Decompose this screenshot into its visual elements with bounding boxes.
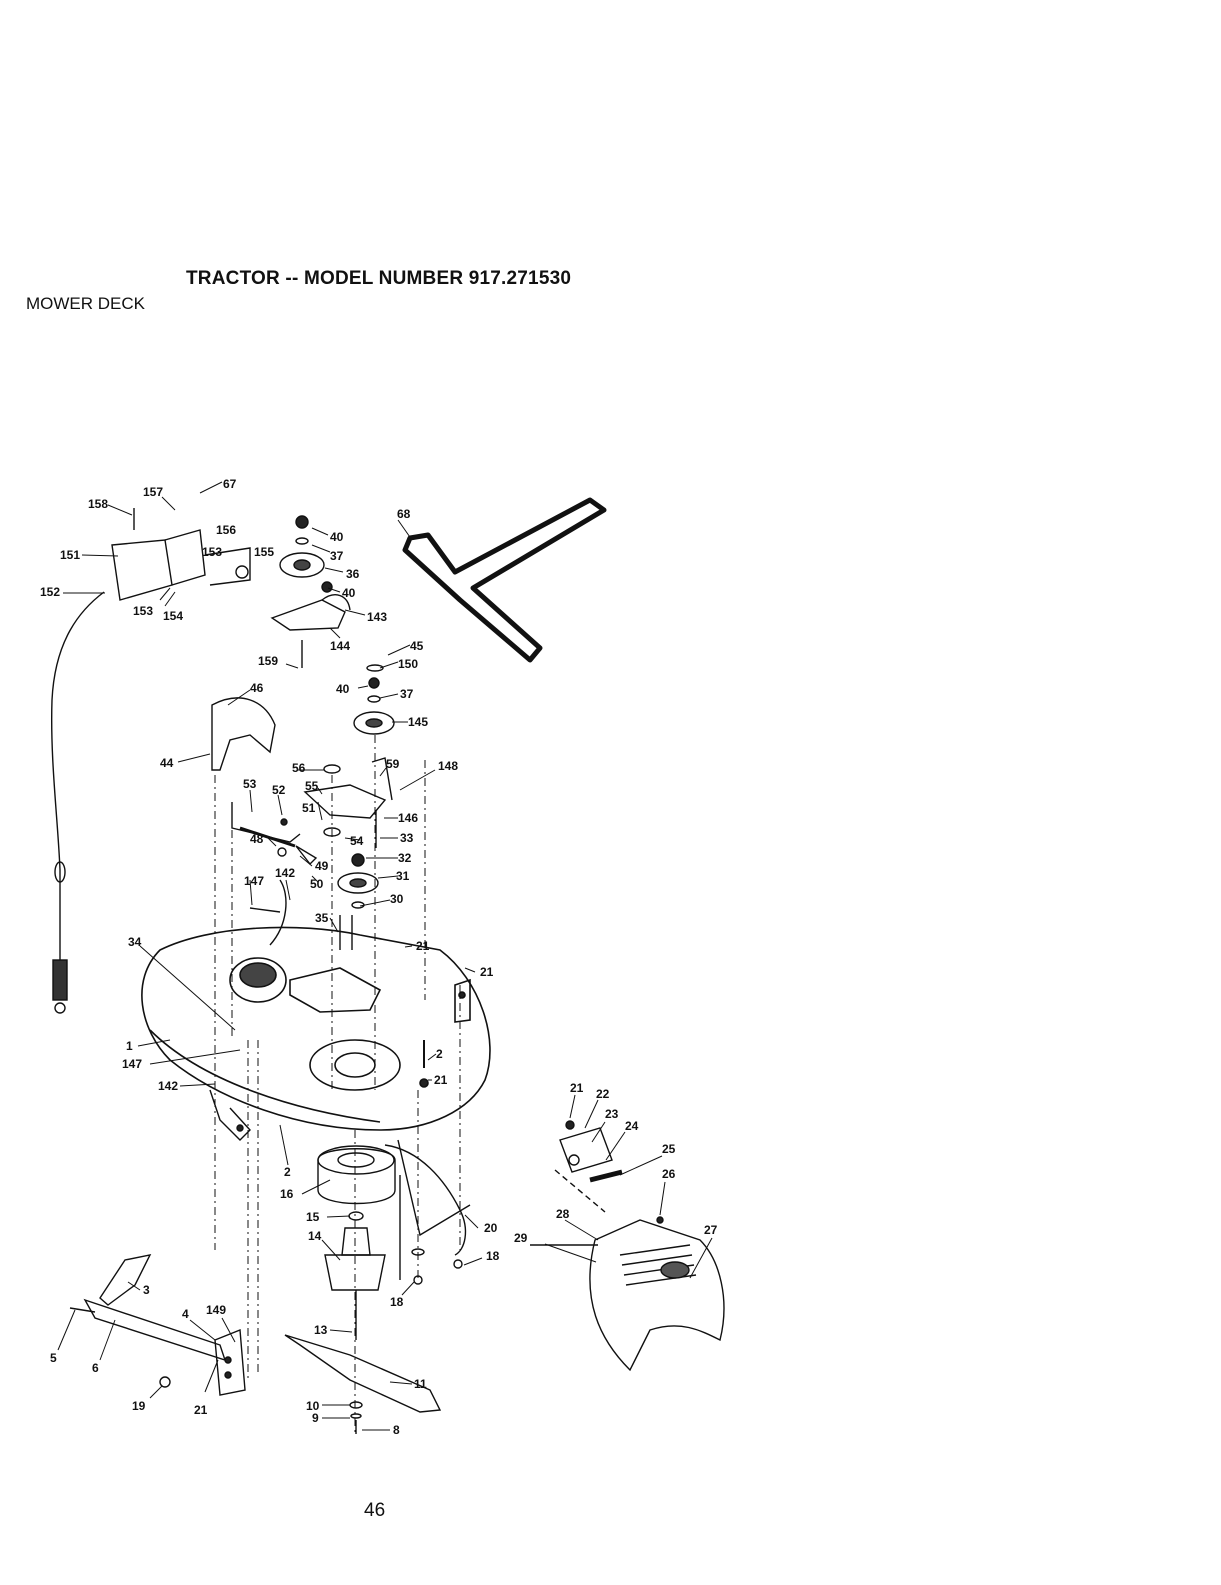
callout-145: 145 [408,715,428,729]
callout-30: 30 [390,892,404,906]
callout-52: 52 [272,783,286,797]
callout-40-top: 40 [330,530,344,544]
callout-24: 24 [625,1119,639,1133]
callout-25: 25 [662,1142,676,1156]
callout-13: 13 [314,1323,328,1337]
callout-40-mid: 40 [342,586,356,600]
callout-144: 144 [330,639,350,653]
spindle-blade-drawing [209,1089,442,1434]
callout-18-b: 18 [390,1295,404,1309]
callout-149: 149 [206,1303,226,1317]
callout-31: 31 [396,869,410,883]
callout-49: 49 [315,859,329,873]
callout-44: 44 [160,756,174,770]
callout-150: 150 [398,657,418,671]
callout-51: 51 [302,801,316,815]
idler-arm-drawing [231,757,393,866]
page-number: 46 [364,1500,386,1521]
callout-45: 45 [410,639,424,653]
deflector-bracket-drawing [384,1139,471,1285]
callout-33: 33 [400,831,414,845]
callout-22: 22 [596,1087,610,1101]
callout-36: 36 [346,567,360,581]
callout-18-a: 18 [486,1249,500,1263]
leader-lines [57,481,713,1431]
callout-153-lower: 153 [133,604,153,618]
idler-pulley-stack-drawing [270,515,395,735]
callout-23: 23 [605,1107,619,1121]
callout-6: 6 [92,1361,99,1375]
assembly-guide-lines [214,735,461,1432]
callout-37-top: 37 [330,549,344,563]
callout-155: 155 [254,545,274,559]
callout-21-e: 21 [194,1403,208,1417]
callout-48: 48 [250,832,264,846]
callout-147-top: 147 [244,874,264,888]
callout-16: 16 [280,1187,294,1201]
callout-40-low: 40 [336,682,350,696]
callout-142-low: 142 [158,1079,178,1093]
callout-28: 28 [556,1207,570,1221]
callout-15: 15 [306,1210,320,1224]
cable-assembly-drawing [51,508,251,1014]
belt-guard-drawing [211,697,276,771]
callout-158: 158 [88,497,108,511]
callout-67: 67 [223,477,237,491]
callout-154: 154 [163,609,183,623]
section-label: MOWER DECK [26,294,145,313]
drive-belt-drawing [402,497,607,663]
callout-55: 55 [305,779,319,793]
mower-deck-housing-drawing [141,926,491,1131]
callout-143: 143 [367,610,387,624]
callout-53: 53 [243,777,257,791]
diagram-title: TRACTOR -- MODEL NUMBER 917.271530 [186,268,572,289]
callout-19: 19 [132,1399,146,1413]
drive-pulley-drawing [249,853,379,950]
callout-8: 8 [393,1423,400,1437]
callout-46: 46 [250,681,264,695]
lift-link-drawing [69,1254,246,1396]
callout-56: 56 [292,761,306,775]
callout-146: 146 [398,811,418,825]
part-callouts: 157 67 158 156 153 155 151 152 153 154 4… [40,477,718,1437]
callout-159: 159 [258,654,278,668]
callout-50: 50 [310,877,324,891]
callout-20: 20 [484,1221,498,1235]
callout-9: 9 [312,1411,319,1425]
callout-2-low: 2 [284,1165,291,1179]
callout-2-deck: 2 [436,1047,443,1061]
callout-35: 35 [315,911,329,925]
callout-157: 157 [143,485,163,499]
callout-148: 148 [438,759,458,773]
callout-4: 4 [182,1307,189,1321]
callout-21-c: 21 [434,1073,448,1087]
callout-11: 11 [414,1377,427,1391]
callout-3: 3 [143,1283,150,1297]
callout-68: 68 [397,507,411,521]
callout-5: 5 [50,1351,57,1365]
callout-29: 29 [514,1231,528,1245]
callout-156: 156 [216,523,236,537]
callout-21-a: 21 [416,939,430,953]
callout-14: 14 [308,1229,322,1243]
callout-1: 1 [126,1039,133,1053]
discharge-chute-drawing [530,1120,725,1372]
callout-153: 153 [202,545,222,559]
callout-54: 54 [350,834,364,848]
callout-37-low: 37 [400,687,414,701]
callout-27: 27 [704,1223,718,1237]
callout-26: 26 [662,1167,676,1181]
callout-21-d: 21 [570,1081,584,1095]
callout-59: 59 [386,757,400,771]
callout-152: 152 [40,585,60,599]
callout-151: 151 [60,548,80,562]
callout-147-low: 147 [122,1057,142,1071]
callout-34: 34 [128,935,142,949]
callout-32: 32 [398,851,412,865]
callout-142-top: 142 [275,866,295,880]
callout-10: 10 [306,1399,320,1413]
callout-21-b: 21 [480,965,494,979]
